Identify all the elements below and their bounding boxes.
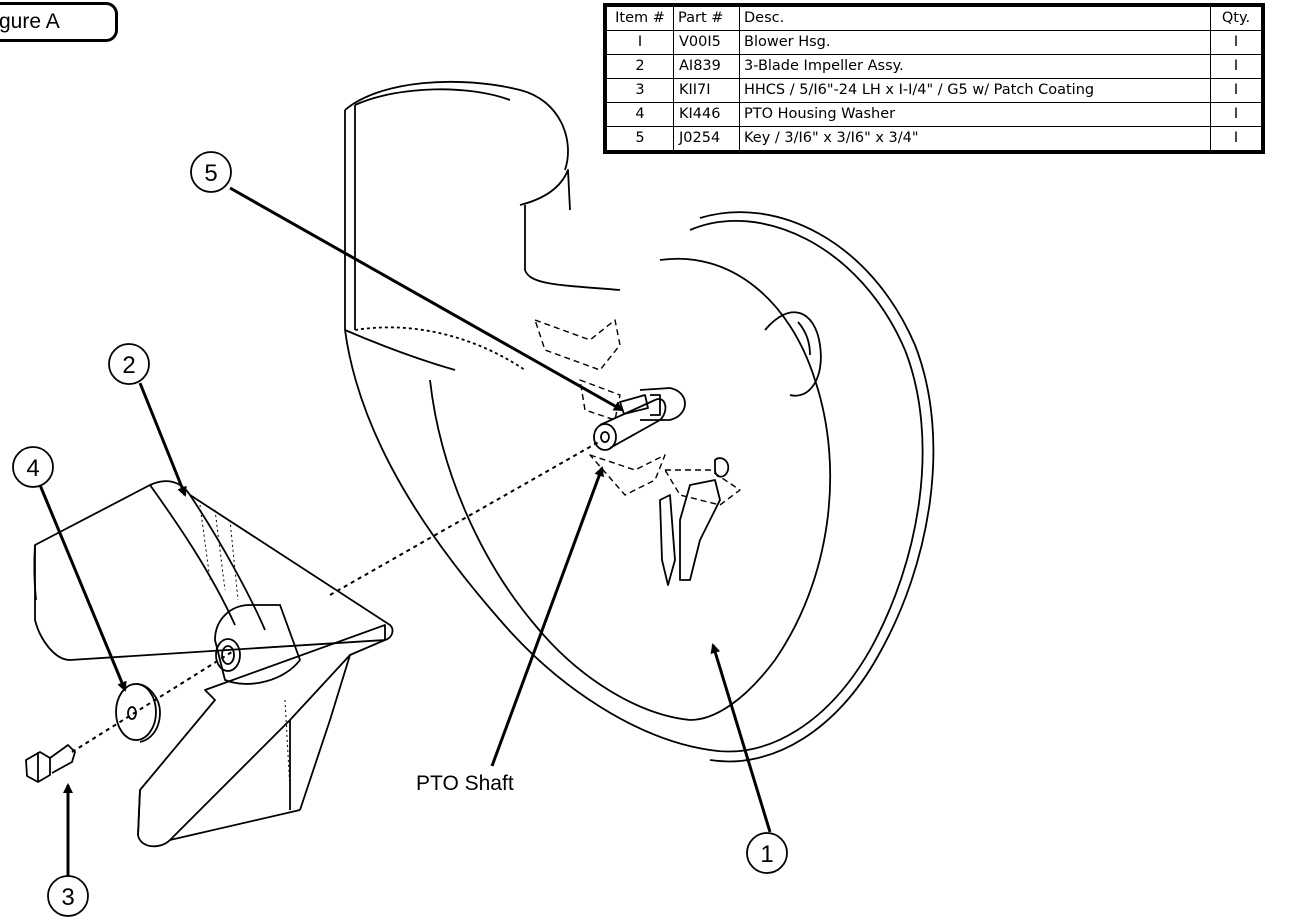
cell-part: J0254 xyxy=(673,126,740,153)
cell-item: 3 xyxy=(604,78,674,103)
alignment-lines xyxy=(71,439,603,753)
cell-part: V00I5 xyxy=(673,30,740,55)
cell-desc: PTO Housing Washer xyxy=(739,102,1211,127)
header-description: Desc. xyxy=(739,4,1211,31)
leader-2 xyxy=(138,382,187,497)
callout-2: 2 xyxy=(108,343,150,385)
cell-desc: Blower Hsg. xyxy=(739,30,1211,55)
callout-1: 1 xyxy=(746,832,788,874)
callout-5-label: 5 xyxy=(204,160,217,187)
cell-item: 5 xyxy=(604,126,674,153)
leader-4 xyxy=(38,484,127,692)
table-row: 4 KI446 PTO Housing Washer I xyxy=(604,102,1264,127)
cell-part: KI446 xyxy=(673,102,740,127)
impeller-assembly xyxy=(33,480,394,848)
cell-qty: I xyxy=(1210,126,1264,153)
callout-3: 3 xyxy=(47,875,89,917)
header-part-number: Part # xyxy=(673,4,740,31)
callout-4-label: 4 xyxy=(26,455,39,482)
callout-2-label: 2 xyxy=(122,352,135,379)
leader-lines xyxy=(38,186,772,890)
figure-label: gure A xyxy=(0,2,118,42)
hex-bolt xyxy=(25,744,76,783)
cell-qty: I xyxy=(1210,102,1264,127)
cell-qty: I xyxy=(1210,78,1264,103)
parts-table-header: Item # Part # Desc. Qty. xyxy=(604,4,1264,31)
cell-desc: Key / 3/I6" x 3/I6" x 3/4" xyxy=(739,126,1211,153)
cell-part: AI839 xyxy=(673,54,740,79)
cell-desc: 3-Blade Impeller Assy. xyxy=(739,54,1211,79)
callout-5: 5 xyxy=(190,151,232,193)
cell-desc: HHCS / 5/I6"-24 LH x I-I/4" / G5 w/ Patc… xyxy=(739,78,1211,103)
leader-5 xyxy=(229,186,624,412)
cell-part: KII7I xyxy=(673,78,740,103)
housing-washer xyxy=(115,683,161,743)
callout-1-label: 1 xyxy=(760,841,773,868)
leader-1 xyxy=(710,643,772,833)
header-quantity: Qty. xyxy=(1210,4,1264,31)
pto-shaft-label: PTO Shaft xyxy=(416,772,514,795)
callout-4: 4 xyxy=(12,446,54,488)
cell-qty: I xyxy=(1210,30,1264,55)
table-row: 2 AI839 3-Blade Impeller Assy. I xyxy=(604,54,1264,79)
callout-3-label: 3 xyxy=(61,884,74,911)
parts-table: Item # Part # Desc. Qty. I V00I5 Blower … xyxy=(603,3,1265,154)
header-item-number: Item # xyxy=(604,4,674,31)
cell-item: 4 xyxy=(604,102,674,127)
cell-item: 2 xyxy=(604,54,674,79)
table-row: 5 J0254 Key / 3/I6" x 3/I6" x 3/4" I xyxy=(604,126,1264,153)
cell-qty: I xyxy=(1210,54,1264,79)
table-row: 3 KII7I HHCS / 5/I6"-24 LH x I-I/4" / G5… xyxy=(604,78,1264,103)
table-row: I V00I5 Blower Hsg. I xyxy=(604,30,1264,55)
cell-item: I xyxy=(604,30,674,55)
blower-housing xyxy=(344,80,935,763)
leader-pto-shaft xyxy=(490,466,604,767)
